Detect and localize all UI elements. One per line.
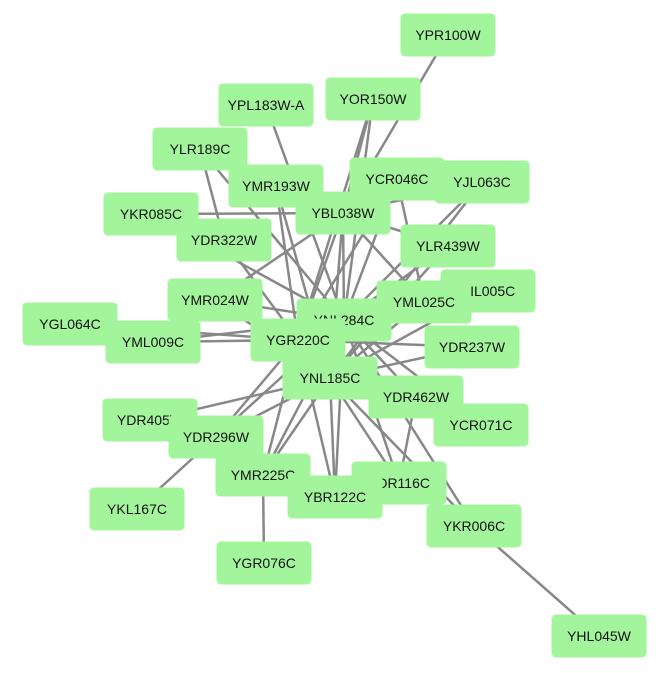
node-label: YDR322W [191, 232, 258, 248]
node-label: YNL185C [300, 370, 361, 386]
node-label: YBL038W [311, 205, 375, 221]
node-label: YPL183W-A [228, 97, 305, 113]
edge-ymr193w-ygr220c [274, 184, 300, 342]
node-box [424, 325, 520, 369]
node-label: YDR405W [117, 412, 184, 428]
node-ydr237w[interactable]: YDR237W [424, 325, 520, 369]
node-ylr439w[interactable]: YLR439W [400, 224, 496, 268]
node-box [215, 453, 311, 497]
node-label: YDR116C [368, 475, 430, 491]
node-label: YIL005C [461, 283, 515, 299]
node-label: YLR439W [416, 238, 481, 254]
edge-ynl185c-ykr006c [328, 376, 476, 528]
node-ygr220c[interactable]: YGR220C [250, 318, 346, 362]
node-box [551, 614, 647, 658]
node-ygl064c[interactable]: YGL064C [22, 302, 118, 346]
node-box [152, 127, 248, 171]
node-label: YHL045W [567, 628, 632, 644]
node-label: YLR189C [170, 141, 231, 157]
node-ykr006c[interactable]: YKR006C [426, 504, 522, 548]
node-label: YBR122C [304, 489, 366, 505]
node-box [216, 541, 312, 585]
node-ygr076c[interactable]: YGR076C [216, 541, 312, 585]
node-yor150w[interactable]: YOR150W [325, 77, 421, 121]
node-label: YMR024W [181, 292, 249, 308]
node-label: YDR462W [383, 389, 450, 405]
node-ymr225c[interactable]: YMR225C [215, 453, 311, 497]
node-ybr122c[interactable]: YBR122C [287, 475, 383, 519]
node-ycr071c[interactable]: YCR071C [433, 403, 529, 447]
node-ycr046c[interactable]: YCR046C [349, 157, 445, 201]
node-label: YPR100W [415, 27, 481, 43]
node-box [325, 77, 421, 121]
node-label: YDR296W [183, 429, 250, 445]
node-label: YGR220C [266, 332, 330, 348]
node-ypr100w[interactable]: YPR100W [400, 13, 496, 57]
node-ylr189c[interactable]: YLR189C [152, 127, 248, 171]
node-ymr024w[interactable]: YMR024W [167, 278, 263, 322]
node-yml009c[interactable]: YML009C [105, 320, 201, 364]
node-ybl038w[interactable]: YBL038W [295, 191, 391, 235]
node-ydr405w[interactable]: YDR405W [102, 398, 198, 442]
node-label: YDR237W [439, 339, 506, 355]
node-label: YML009C [122, 334, 184, 350]
node-label: YKR085C [120, 206, 182, 222]
node-label: YMR193W [242, 178, 310, 194]
node-ykr085c[interactable]: YKR085C [103, 192, 199, 236]
node-box [167, 278, 263, 322]
node-box [89, 487, 185, 531]
node-ypl183w-a[interactable]: YPL183W-A [218, 83, 314, 127]
node-label: YCR071C [449, 417, 512, 433]
node-ykl167c[interactable]: YKL167C [89, 487, 185, 531]
node-label: YKL167C [107, 501, 167, 517]
node-box [103, 192, 199, 236]
node-box [426, 504, 522, 548]
node-ydr296w[interactable]: YDR296W [168, 415, 264, 459]
edge-ynl284c-ykr006c [342, 318, 476, 528]
node-ydr322w[interactable]: YDR322W [176, 218, 272, 262]
node-label: YMR225C [231, 467, 296, 483]
edge-ylr189c-ynl284c [198, 147, 346, 322]
node-label: YOR150W [340, 91, 408, 107]
node-box [105, 320, 201, 364]
node-yhl045w[interactable]: YHL045W [551, 614, 647, 658]
node-box [287, 475, 383, 519]
node-box [295, 191, 391, 235]
node-label: YGR076C [232, 555, 296, 571]
nodes: YPR100W YOR150W YPL183W-A YLR189C YMR193W YCR… [22, 13, 647, 658]
node-box [176, 218, 272, 262]
node-label: YJL063C [453, 174, 511, 190]
edge-yjl063c-ynl185c [328, 180, 484, 380]
node-box [434, 160, 530, 204]
node-box [433, 403, 529, 447]
node-label: YKR006C [443, 518, 505, 534]
node-box [400, 13, 496, 57]
node-label: YGL064C [39, 316, 100, 332]
node-box [400, 224, 496, 268]
node-ynl185c[interactable]: YNL185C [282, 356, 378, 400]
node-label: YCR046C [365, 171, 428, 187]
node-box [218, 83, 314, 127]
node-label: YML025C [393, 294, 455, 310]
node-yjl063c[interactable]: YJL063C [434, 160, 530, 204]
